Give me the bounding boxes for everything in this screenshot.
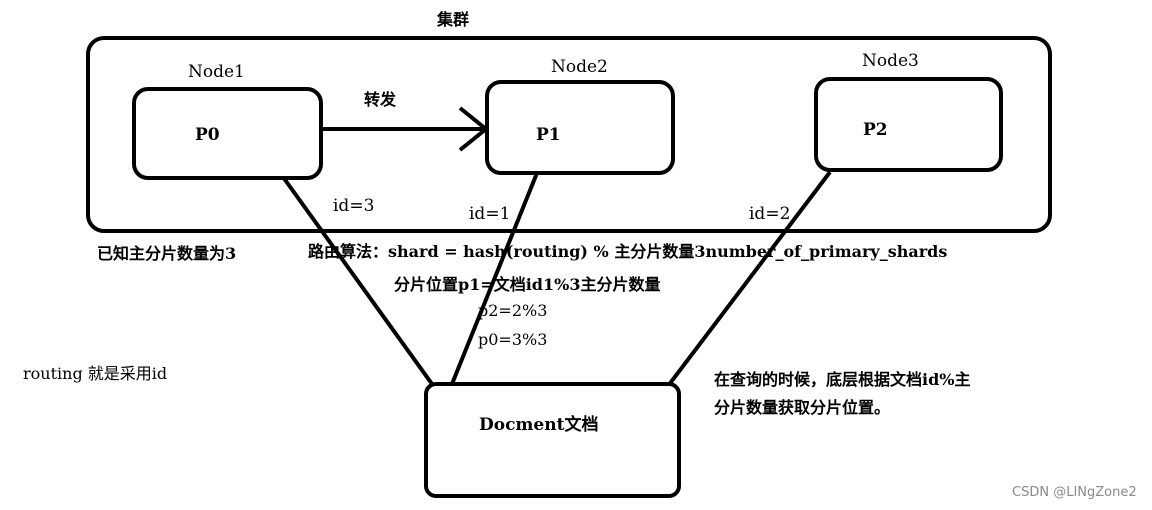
forward-label: 转发 (364, 90, 397, 109)
p2-formula: p2=2%3 (478, 301, 548, 320)
csdn-watermark: CSDN @LINgZone2 (1012, 485, 1137, 500)
edge-label-node2: id=1 (469, 204, 511, 224)
node3-label: Node3 (862, 51, 919, 71)
node3-box (814, 77, 1003, 172)
edge-node1-document (281, 175, 434, 386)
query-note-line1: 在查询的时候，底层根据文档id%主 (714, 370, 971, 389)
shard-p2-label: P2 (863, 120, 888, 140)
node1-box (132, 87, 323, 180)
edge-node2-document (450, 172, 539, 385)
shard-p0-label: P0 (195, 125, 220, 145)
edge-node3-document (666, 170, 832, 388)
position-formula: 分片位置p1=文档id1%3主分片数量 (394, 275, 661, 294)
edge-label-node3: id=2 (749, 204, 791, 224)
node1-label: Node1 (188, 62, 245, 82)
query-note-line2: 分片数量获取分片位置。 (714, 398, 891, 417)
p0-formula: p0=3%3 (478, 330, 548, 349)
cluster-title: 集群 (437, 10, 470, 29)
document-label: Docment文档 (479, 415, 599, 435)
node2-box (485, 80, 675, 175)
shard-p1-label: P1 (536, 125, 561, 145)
routing-is-id-note: routing 就是采用id (23, 364, 168, 383)
cluster-box (86, 36, 1052, 233)
document-box (424, 382, 681, 498)
node2-label: Node2 (551, 57, 608, 77)
routing-formula: 路由算法：shard = hash(routing) % 主分片数量3numbe… (308, 242, 948, 261)
edge-label-node1: id=3 (333, 196, 375, 216)
forward-arrow-head (458, 106, 490, 152)
primary-count-note: 已知主分片数量为3 (97, 244, 237, 263)
